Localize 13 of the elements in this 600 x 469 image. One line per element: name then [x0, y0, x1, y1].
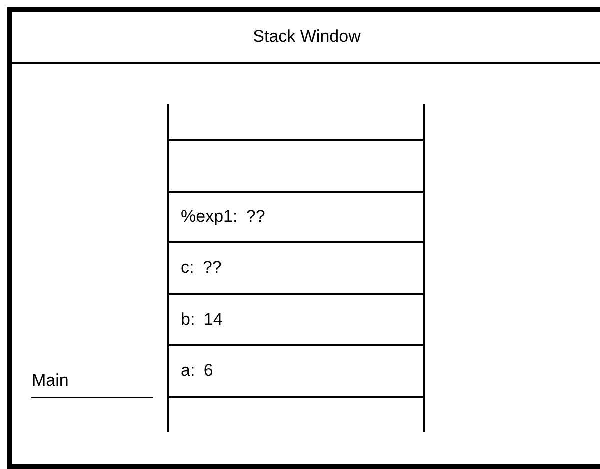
stack-slot	[167, 346, 425, 398]
stack-slot	[167, 104, 425, 141]
slot-value: b: 14	[181, 310, 223, 330]
stack-slot	[167, 243, 425, 295]
stack-slot	[167, 141, 425, 193]
stack-slot	[167, 193, 425, 243]
stack-slot	[167, 398, 425, 432]
slot-value: a: 6	[181, 361, 214, 381]
slot-value: %exp1: ??	[181, 207, 266, 227]
window-title: Stack Window	[252, 26, 362, 48]
stack-slot	[167, 295, 425, 346]
frame-label: Main	[32, 371, 69, 391]
slot-value: c: ??	[181, 258, 222, 278]
